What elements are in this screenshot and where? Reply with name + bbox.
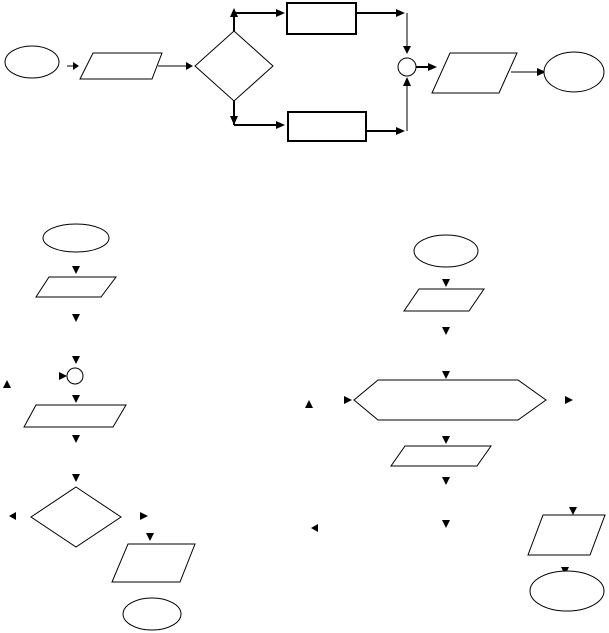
arrowhead [59,372,67,380]
input-parallelogram [79,52,163,80]
start-terminator [4,45,60,79]
arrowhead [73,62,79,70]
arrowhead [230,116,238,125]
top-flowchart [4,2,605,142]
bottom-left-flowchart [3,223,196,631]
arrowhead [442,327,450,335]
input-parallelogram [403,288,485,312]
bottom-right-flowchart [305,234,606,612]
decision-diamond [30,486,122,548]
arrowhead [442,477,450,485]
end-terminator [543,51,605,93]
arrowhead [442,520,450,528]
arrowhead [72,356,80,364]
arrowhead [140,512,148,520]
output-parallelogram [111,543,196,583]
arrowhead [442,436,450,444]
arrowhead [72,474,80,482]
decision-diamond [194,30,274,102]
arrowhead [537,68,546,76]
arrowhead [442,279,450,287]
input-parallelogram [35,276,117,298]
junction-circle [397,57,417,77]
arrowhead [344,396,352,404]
output-parallelogram [527,514,606,556]
arrowhead [186,62,193,70]
arrowhead [3,380,11,388]
preparation-hexagon [353,379,547,421]
arrowhead [72,435,80,443]
output-parallelogram [431,52,518,94]
end-terminator [529,570,605,612]
process-parallelogram [23,404,127,428]
junction-circle [66,367,84,385]
arrowhead [403,46,411,54]
end-terminator [122,597,182,631]
arrowhead [442,371,450,379]
arrowhead [403,77,411,86]
lower-process-box [287,111,367,142]
arrowhead [72,395,80,403]
arrowhead [428,63,437,71]
arrowhead [72,314,80,322]
arrowhead [146,533,154,541]
start-terminator [42,223,110,253]
arrowhead [9,512,16,520]
arrowhead [565,396,573,404]
arrowhead [311,524,318,532]
arrowhead [396,127,405,135]
upper-process-box [286,2,357,35]
arrowhead [276,121,285,129]
arrowhead [569,507,577,515]
arrowhead [305,400,313,408]
process-parallelogram [390,445,492,467]
arrowhead [396,9,405,17]
start-terminator [413,234,479,268]
arrowhead [72,266,80,274]
arrowhead [276,9,285,17]
